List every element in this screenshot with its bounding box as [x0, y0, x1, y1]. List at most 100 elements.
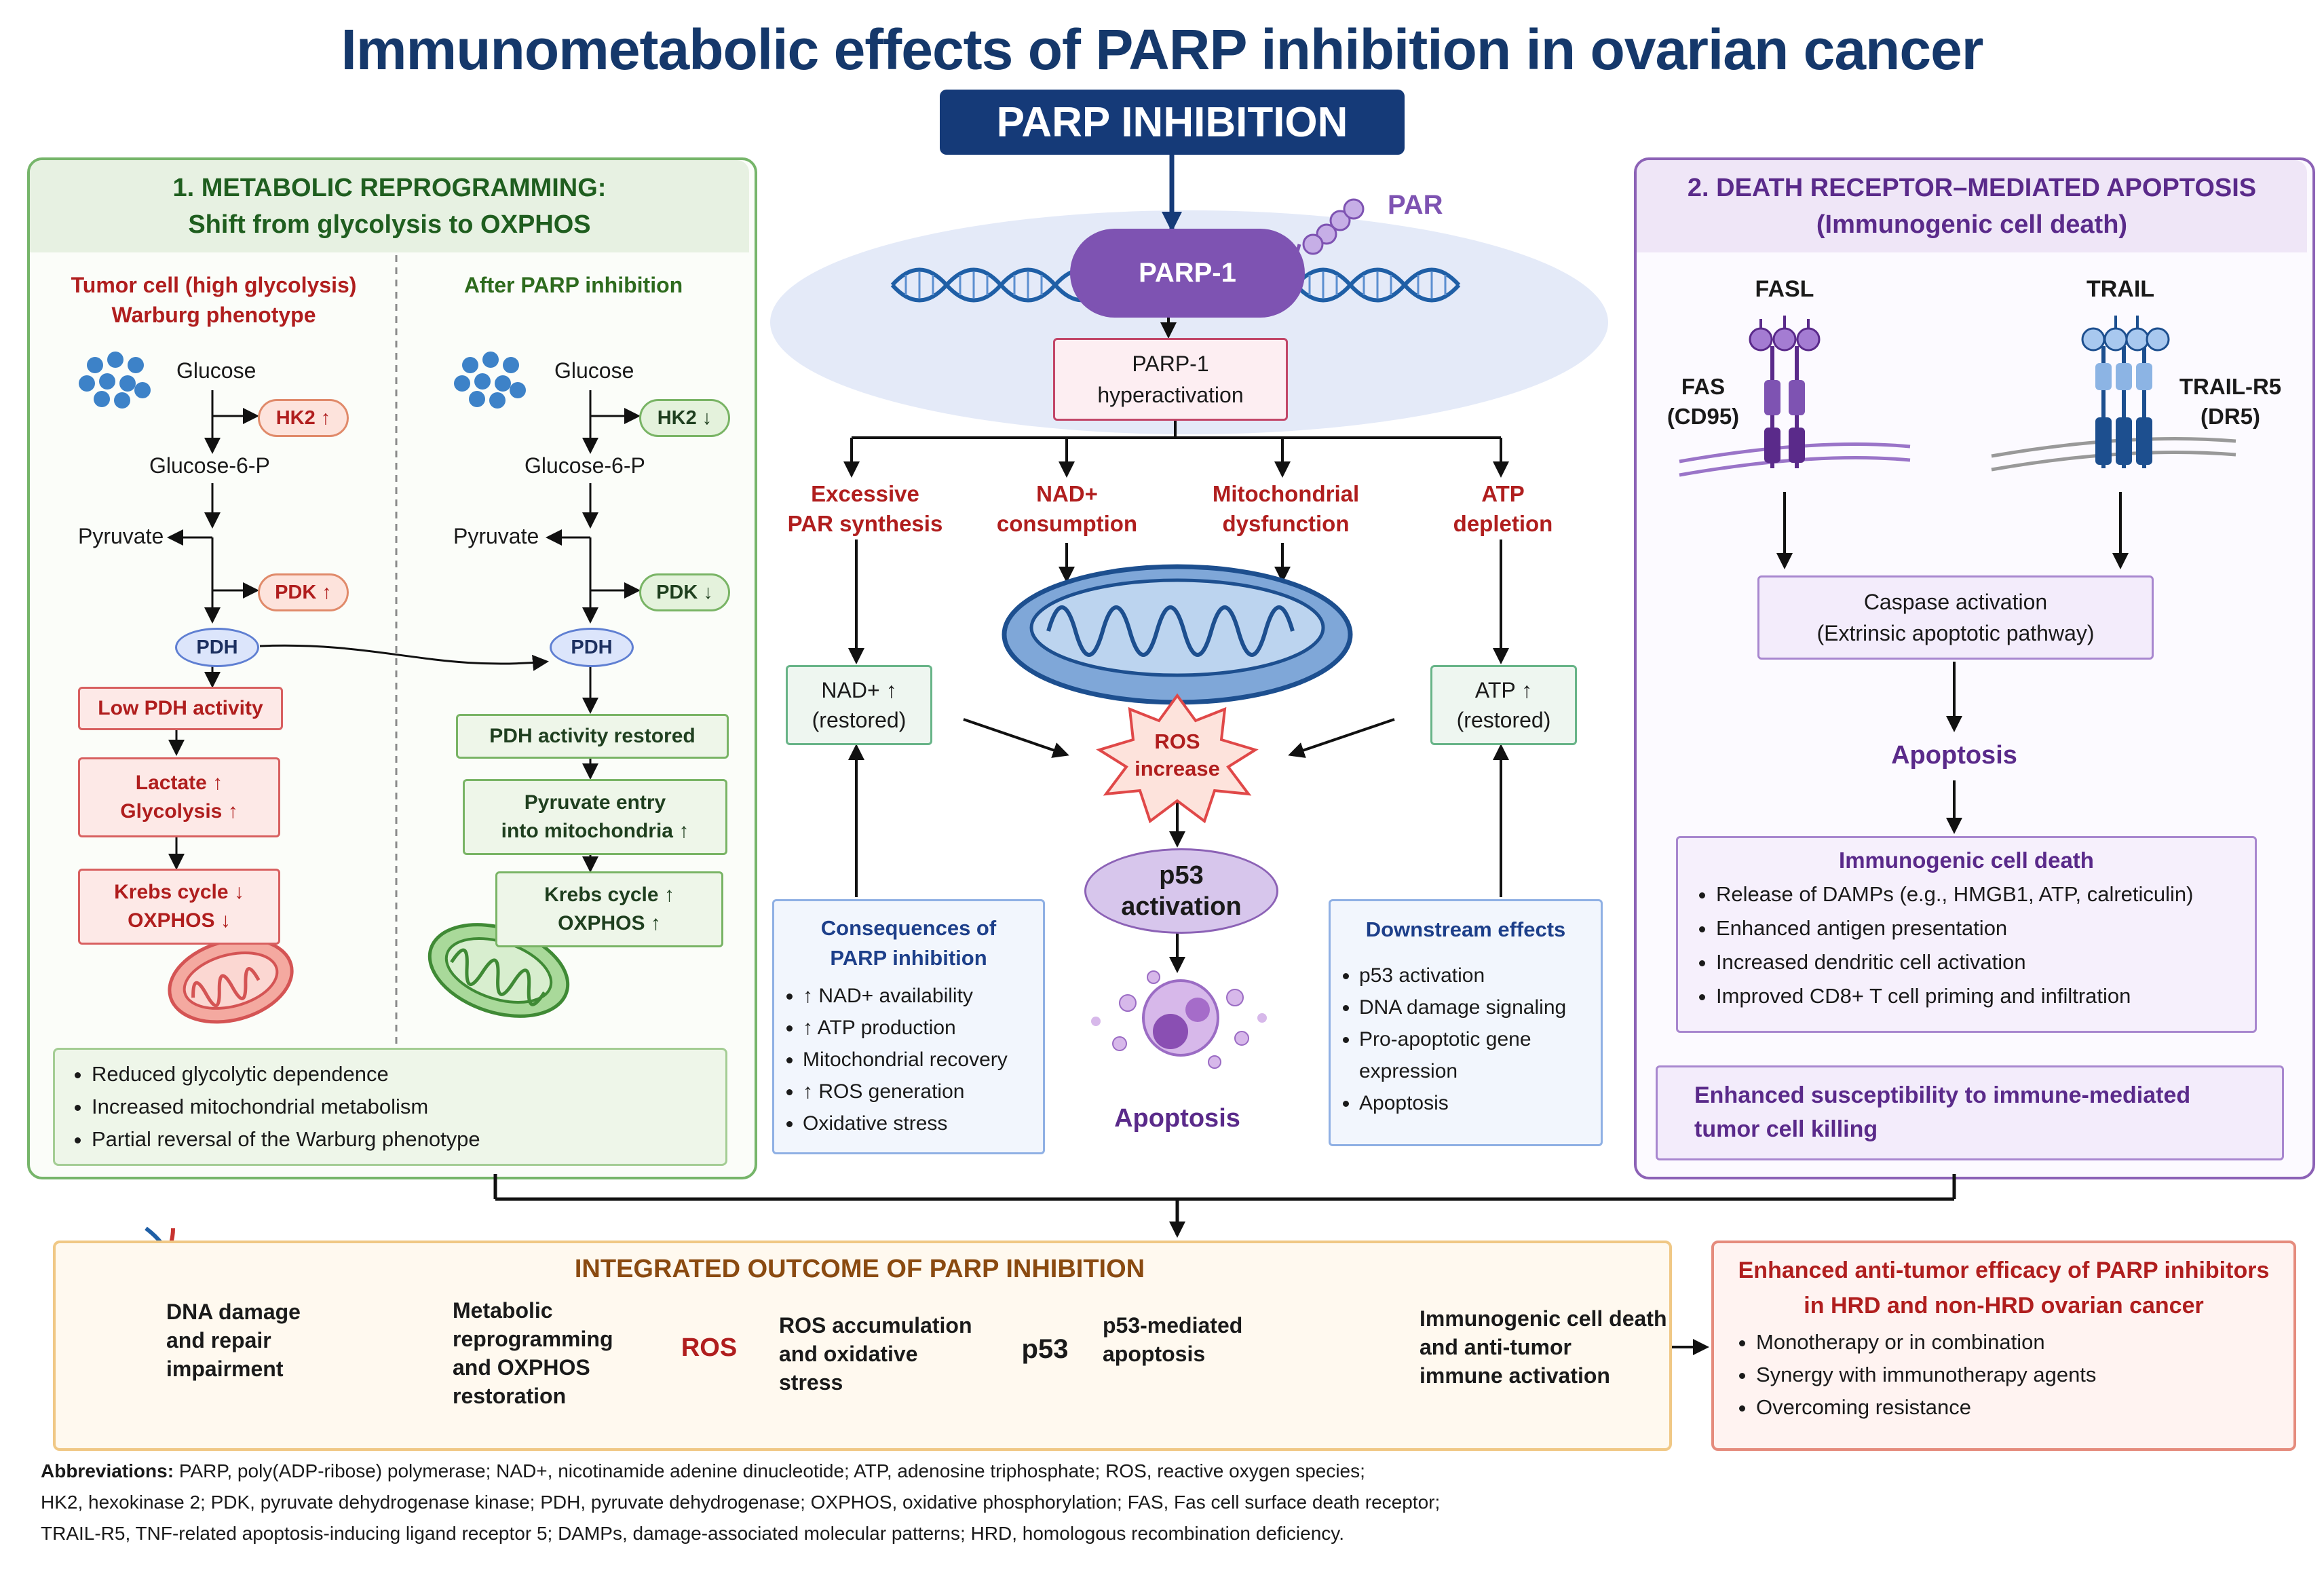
- branch-line: PAR synthesis: [787, 511, 943, 536]
- after-parp-subtitle: After PARP inhibition: [463, 272, 683, 297]
- step-line: impairment: [166, 1357, 284, 1381]
- consequence-item: ↑ ATP production: [803, 1012, 1043, 1044]
- step-line: p53-mediated: [1103, 1313, 1243, 1338]
- krebs-up-line: Krebs cycle ↑: [544, 884, 674, 906]
- integrated-outcome-box: [53, 1241, 1672, 1451]
- consequences-heading: Consequences of: [820, 916, 997, 940]
- pyruvate-label-left: Pyruvate: [78, 524, 164, 548]
- step-line: DNA damage: [166, 1300, 301, 1324]
- metabolic-panel-title: 1. METABOLIC REPROGRAMMING:: [172, 174, 607, 202]
- hyperactivation-branch-lines: [843, 314, 1509, 478]
- g6p-label-right: Glucose-6-P: [525, 453, 645, 478]
- dr5-line: (DR5): [2201, 404, 2260, 429]
- caspase-line: Caspase activation: [1863, 590, 2048, 614]
- step-line: restoration: [453, 1384, 567, 1408]
- apoptosis-label-center: Apoptosis: [1114, 1103, 1240, 1133]
- outcome-step-immune: Immunogenic cell death and anti-tumor im…: [1420, 1304, 1667, 1390]
- step-line: and oxidative: [779, 1342, 918, 1366]
- extrinsic-line: (Extrinsic apoptotic pathway): [1816, 621, 2095, 645]
- icd-item: Release of DAMPs (e.g., HMGB1, ATP, calr…: [1716, 877, 2255, 911]
- outcome-step-dna: DNA damage and repair impairment: [166, 1298, 301, 1383]
- glycolysis-line: Glycolysis ↑: [120, 800, 238, 822]
- krebs-up-box: Krebs cycle ↑ OXPHOS ↑: [495, 871, 723, 947]
- step-line: Immunogenic cell death: [1420, 1306, 1667, 1331]
- lactate-line: Lactate ↑: [135, 772, 223, 794]
- activation-line: activation: [1121, 892, 1242, 921]
- branch-atp-depletion: ATP depletion: [1425, 479, 1581, 539]
- ros-increase-label: ROS increase: [1123, 725, 1232, 786]
- immunogenic-cell-death-box: Immunogenic cell death Release of DAMPs …: [1676, 836, 2257, 1033]
- branch-line: depletion: [1453, 511, 1553, 536]
- branch-line: dysfunction: [1222, 511, 1350, 536]
- krebs-down-box: Krebs cycle ↓ OXPHOS ↓: [78, 869, 280, 945]
- icd-item: Enhanced antigen presentation: [1716, 911, 2255, 945]
- mitochondrion-icon-center: [1002, 564, 1353, 705]
- metabolic-reprogramming-panel: [27, 157, 757, 1179]
- trail-receptor-icon: [2081, 316, 2170, 468]
- summary-item: Reduced glycolytic dependence: [92, 1058, 725, 1091]
- branch-line: consumption: [996, 511, 1138, 536]
- ros-line: ROS: [1154, 730, 1200, 753]
- consequence-item: Oxidative stress: [803, 1108, 1043, 1139]
- trail-r5-line: TRAIL-R5: [2179, 374, 2282, 399]
- downstream-item: Pro-apoptotic gene expression: [1359, 1023, 1601, 1087]
- step-line: apoptosis: [1103, 1342, 1206, 1366]
- consequence-item: ↑ ROS generation: [803, 1076, 1043, 1108]
- mitochondrion-icon-red: [168, 937, 294, 1024]
- center-arrows: [848, 540, 1509, 973]
- atp-restored-box: ATP ↑ (restored): [1430, 665, 1577, 745]
- branch-line: NAD+: [1036, 481, 1098, 506]
- icd-item: Increased dendritic cell activation: [1716, 945, 2255, 979]
- ros-burst-icon: [1096, 693, 1259, 824]
- fas-receptor-icon: [1749, 316, 1821, 468]
- step-line: and OXPHOS: [453, 1355, 590, 1380]
- hk2-down-badge: HK2 ↓: [639, 399, 730, 437]
- par-chain-icon: [1291, 198, 1365, 269]
- parp1-hyperactivation-box: PARP-1 hyperactivation: [1053, 338, 1288, 421]
- atp-line: ATP ↑: [1474, 678, 1533, 702]
- summary-item: Increased mitochondrial metabolism: [92, 1091, 725, 1123]
- parp-inhibition-banner: PARP INHIBITION: [940, 90, 1405, 155]
- trail-r5-label: TRAIL-R5 (DR5): [2166, 372, 2295, 432]
- glucose-molecules-icon-right: [454, 352, 526, 409]
- hk2-up-badge: HK2 ↑: [258, 399, 349, 437]
- pdh-restored-box: PDH activity restored: [456, 714, 729, 759]
- enhanced-line-1: Enhanced susceptibility to immune-mediat…: [1694, 1082, 2191, 1108]
- consequences-box: Consequences of PARP inhibition ↑ NAD+ a…: [772, 899, 1045, 1154]
- metabolic-summary-box: Reduced glycolytic dependence Increased …: [53, 1048, 727, 1166]
- into-mito-line: into mitochondria ↑: [501, 820, 689, 842]
- fasl-label: FASL: [1755, 276, 1814, 302]
- p53-badge: p53: [1021, 1333, 1069, 1364]
- antitumor-heading-1: Enhanced anti-tumor efficacy of PARP inh…: [1738, 1257, 2270, 1283]
- apoptotic-cell-icon: [1091, 970, 1267, 1069]
- antitumor-item: Overcoming resistance: [1756, 1391, 2293, 1424]
- death-receptor-panel-header: 2. DEATH RECEPTOR–MEDIATED APOPTOSIS (Im…: [1637, 160, 2307, 252]
- downstream-item: p53 activation: [1359, 960, 1601, 991]
- fas-line: FAS: [1681, 374, 1726, 399]
- downstream-item: DNA damage signaling: [1359, 991, 1601, 1023]
- cd95-line: (CD95): [1666, 404, 1740, 429]
- abbreviations-label: Abbreviations:: [41, 1460, 174, 1481]
- apoptosis-label-right: Apoptosis: [1891, 740, 2017, 770]
- metabolic-panel-subtitle: Shift from glycolysis to OXPHOS: [188, 210, 591, 239]
- cell-membrane-right: [1991, 437, 2236, 472]
- glucose-label-right: Glucose: [554, 358, 634, 383]
- antitumor-heading-2: in HRD and non-HRD ovarian cancer: [1804, 1293, 2204, 1319]
- downstream-heading: Downstream effects: [1365, 917, 1566, 941]
- abbreviations-line: HK2, hexokinase 2; PDK, pyruvate dehydro…: [41, 1492, 1441, 1513]
- ros-badge: ROS: [681, 1333, 738, 1362]
- par-label: PAR: [1388, 190, 1443, 220]
- summary-item: Partial reversal of the Warburg phenotyp…: [92, 1123, 725, 1156]
- tumor-cell-subtitle: Tumor cell (high glycolysis) Warburg phe…: [41, 270, 387, 330]
- p53-line: p53: [1159, 861, 1204, 890]
- nad-line: NAD+ ↑: [821, 678, 897, 702]
- hyper-line-2: hyperactivation: [1097, 383, 1244, 407]
- restored-line: (restored): [812, 708, 907, 732]
- step-line: ROS accumulation: [779, 1313, 972, 1338]
- krebs-down-line: Krebs cycle ↓: [114, 881, 244, 903]
- abbreviations-footnote: Abbreviations: PARP, poly(ADP-ribose) po…: [41, 1456, 2293, 1549]
- enhanced-line-2: tumor cell killing: [1694, 1116, 1878, 1142]
- tumor-cell-label: Tumor cell (high glycolysis): [71, 273, 357, 297]
- pdh-node-left: PDH: [175, 628, 259, 667]
- pyruvate-label-right: Pyruvate: [453, 524, 539, 548]
